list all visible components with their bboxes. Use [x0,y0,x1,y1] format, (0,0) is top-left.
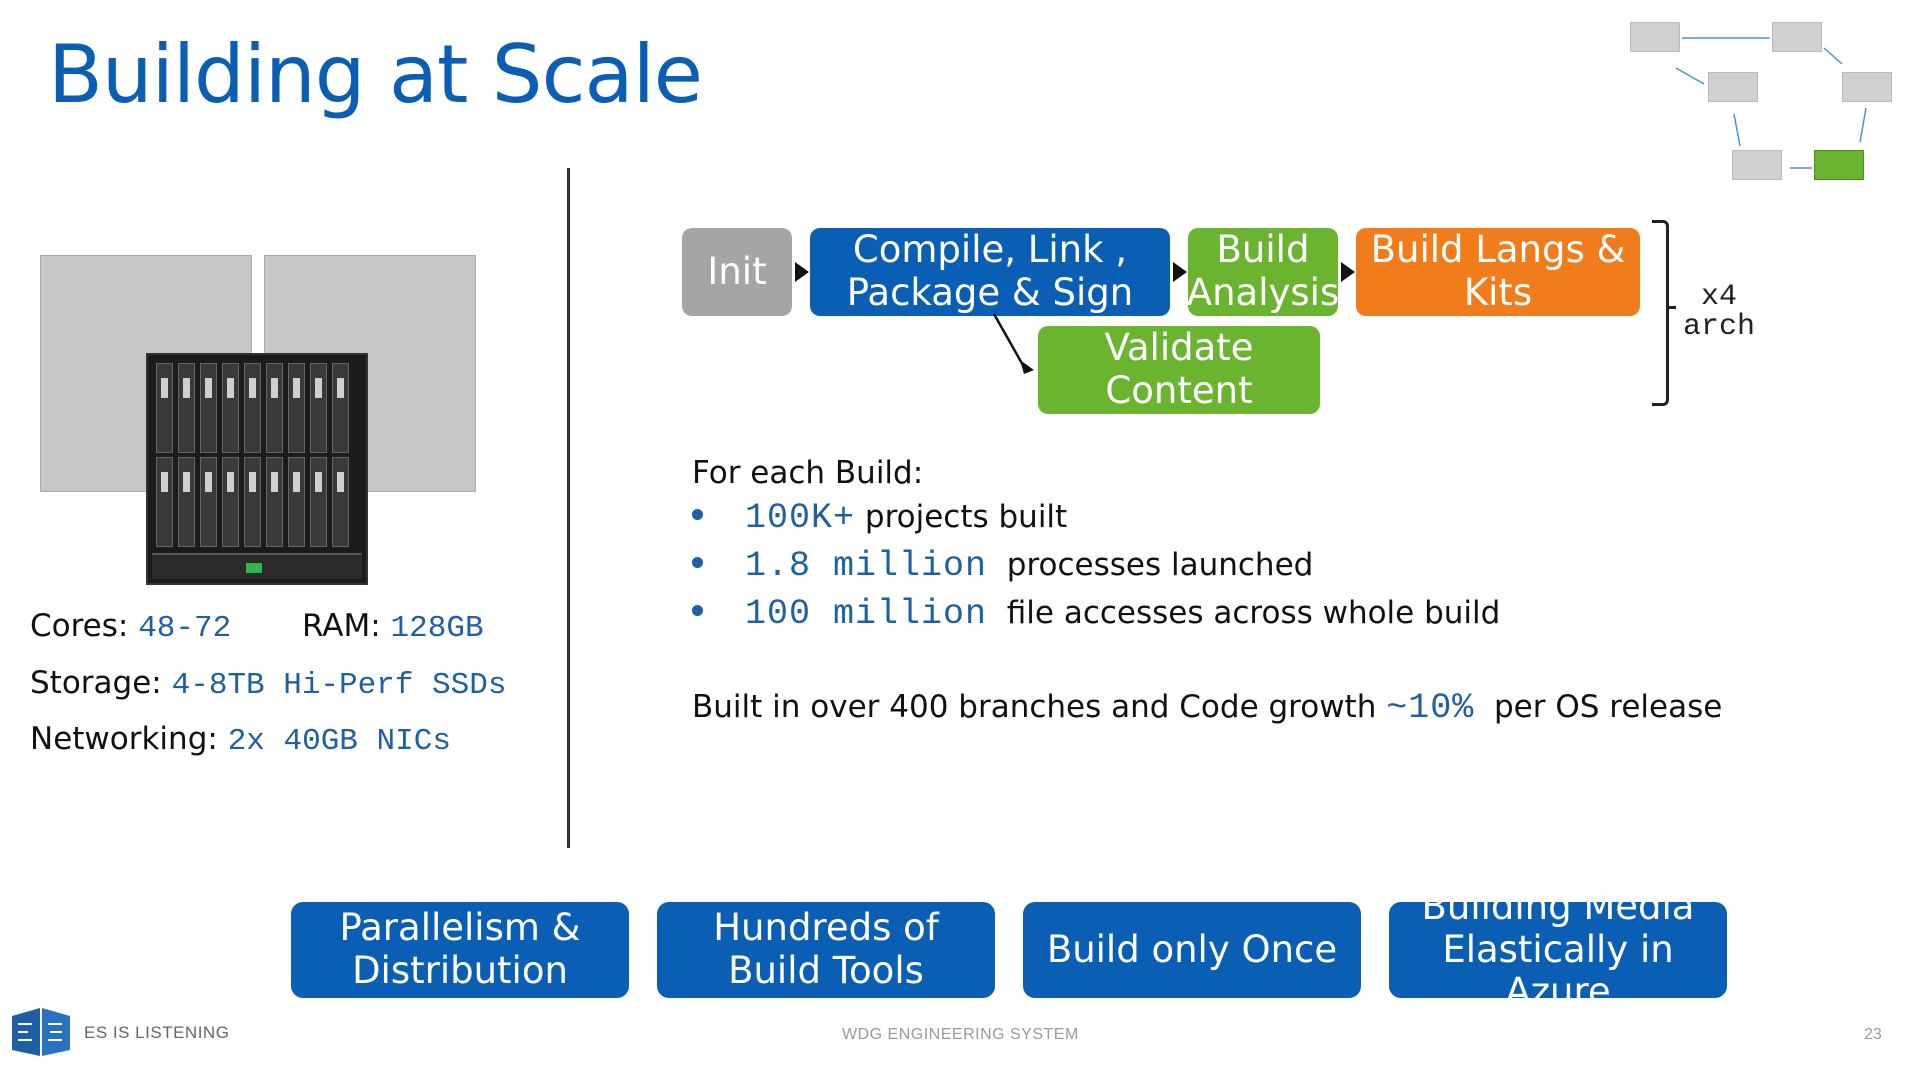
file-accesses-text: file accesses across whole build [1006,595,1501,631]
bullet-icon [692,509,703,520]
mini-node [1732,150,1782,180]
cycle-arrows-icon [1675,37,1867,169]
pillar-line2: Distribution [352,949,568,992]
processes-text: processes launched [1006,547,1314,583]
pillar-parallelism: Parallelism & Distribution [291,902,629,998]
blade-chassis [146,353,368,585]
code-growth-line: Built in over 400 branches and Code grow… [692,688,1722,728]
mini-node [1772,22,1822,52]
page-number: 23 [1864,1026,1882,1043]
validate-line1: Validate [1104,326,1254,370]
mini-node [1630,22,1680,52]
pillar-azure-media: Building Media Elastically in Azure [1389,886,1727,1013]
arch-multiplier: x4 arch [1683,282,1755,342]
init-label: Init [707,249,767,293]
file-accesses-value: 100 million [745,594,988,634]
pillar-line2: Elastically in Azure [1442,927,1674,1014]
es-logo-icon [12,1008,70,1056]
footer-brand: ES IS LISTENING [84,1023,230,1042]
pillar-line1: Hundreds of [713,906,939,950]
bullet-projects: 100K+ projects built [692,498,1067,538]
validate-content-box: Validate Content [1038,326,1320,414]
pillar-line2: Build Tools [728,949,924,992]
projects-value: 100K+ [745,498,856,538]
ram-value: 128GB [390,611,484,646]
storage-value: 4-8TB Hi-Perf SSDs [171,668,507,703]
process-cycle-thumbnail [1620,18,1900,193]
mini-node [1842,72,1892,102]
server-rack-image [40,255,480,585]
compile-box: Compile, Link , Package & Sign [810,228,1170,316]
branch-arrow-icon [992,313,1034,374]
init-box: Init [682,228,792,316]
build-analysis-box: Build Analysis [1186,228,1340,316]
langs-line2: Kits [1463,271,1533,314]
arrow-right-icon [1341,262,1355,282]
growth-prefix: Built in over 400 branches and Code grow… [692,689,1377,725]
compile-line2: Package & Sign [846,271,1134,314]
per-build-heading: For each Build: [692,455,924,491]
cores-spec: Cores: 48-72 [30,608,231,646]
multiplier-line1: x4 [1701,280,1738,314]
storage-label: Storage: [30,665,162,701]
pillar-line1: Building Media [1421,885,1695,929]
networking-label: Networking: [30,721,218,757]
brace-icon [1652,220,1669,406]
cores-label: Cores: [30,608,129,644]
processes-value: 1.8 million [745,546,988,586]
column-divider [567,168,570,848]
compile-line1: Compile, Link , [852,228,1128,272]
validate-line2: Content [1105,369,1253,412]
footer-center-text: WDG ENGINEERING SYSTEM [842,1026,1079,1043]
bullet-file-accesses: 100 million file accesses across whole b… [692,594,1500,634]
bullet-icon [692,605,703,616]
bullet-icon [692,557,703,568]
arrow-right-icon [795,262,809,282]
growth-suffix: per OS release [1493,689,1723,725]
cores-value: 48-72 [138,611,232,646]
networking-spec: Networking: 2x 40GB NICs [30,721,451,759]
build-langs-box: Build Langs & Kits [1356,228,1640,316]
projects-text: projects built [864,499,1068,535]
arrow-right-icon [1173,262,1187,282]
mini-node [1708,72,1758,102]
pillar-line1: Parallelism & [339,906,581,950]
pillar-build-once: Build only Once [1023,902,1361,998]
slide-title: Building at Scale [48,28,703,121]
storage-spec: Storage: 4-8TB Hi-Perf SSDs [30,665,506,703]
langs-line1: Build Langs & [1370,228,1626,272]
growth-value: ~10% [1386,688,1475,728]
pillar-line1: Build only Once [1046,927,1338,971]
analysis-line1: Build [1216,228,1310,272]
ram-spec: RAM: 128GB [302,608,484,646]
analysis-line2: Analysis [1186,271,1340,314]
networking-value: 2x 40GB NICs [227,724,451,759]
ram-label: RAM: [302,608,381,644]
pillar-build-tools: Hundreds of Build Tools [657,902,995,998]
mini-node-active [1814,150,1864,180]
bullet-processes: 1.8 million processes launched [692,546,1313,586]
multiplier-line2: arch [1683,310,1756,344]
